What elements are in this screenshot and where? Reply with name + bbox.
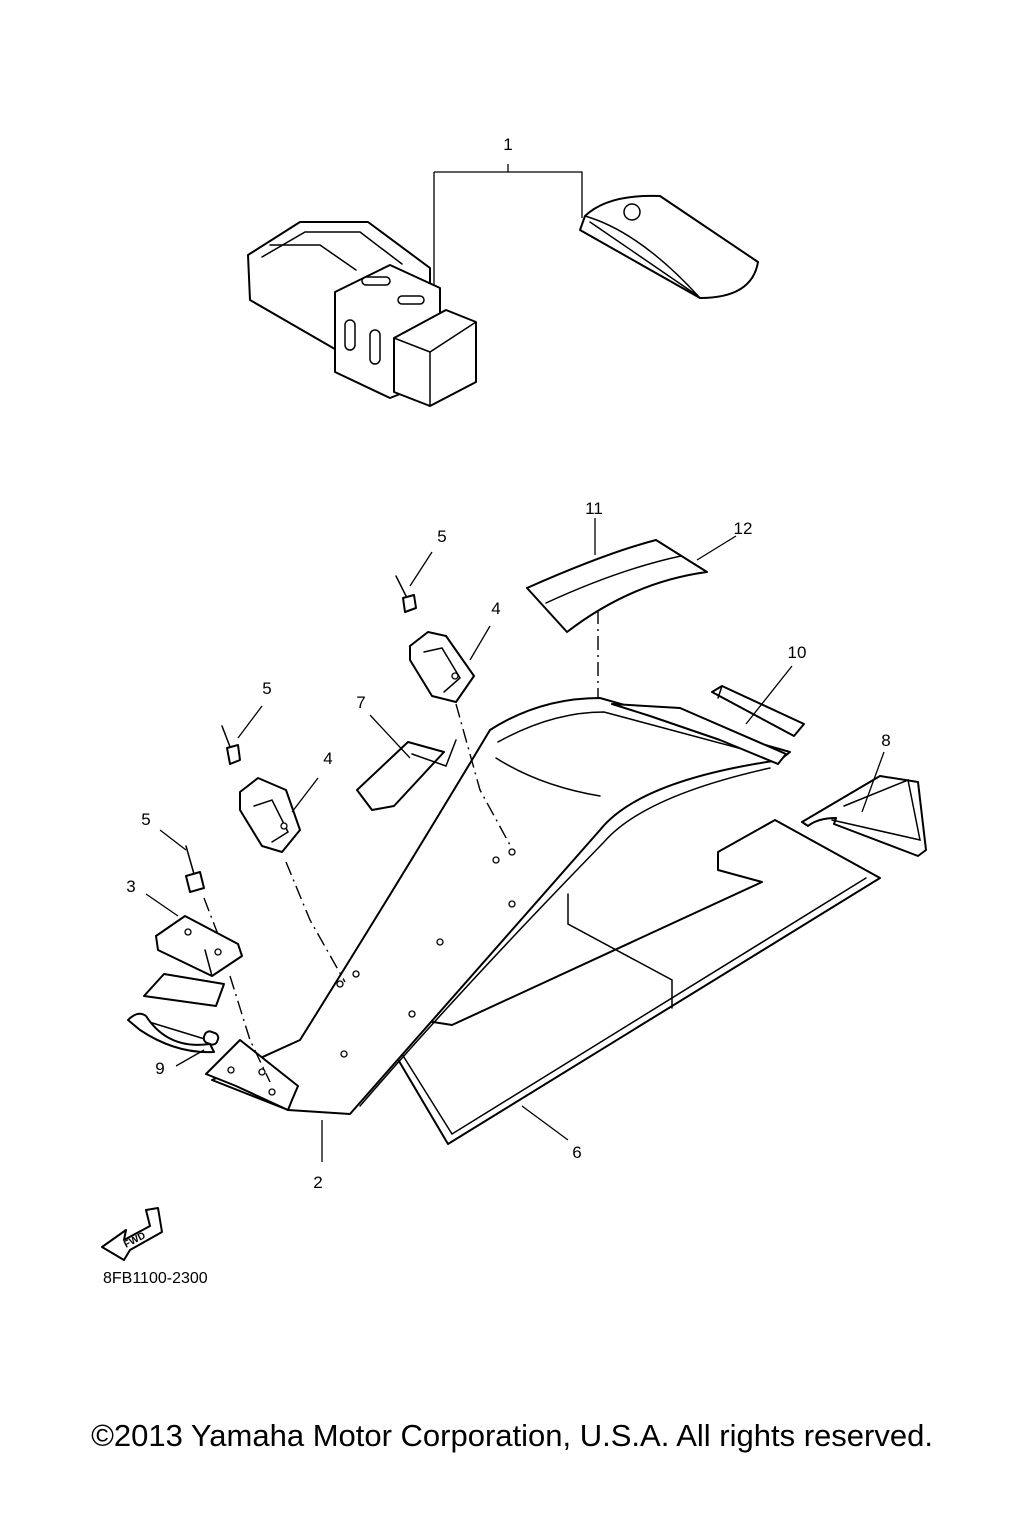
callout-6: 6 bbox=[572, 1143, 581, 1162]
callout-5-middle: 5 bbox=[262, 679, 271, 698]
callout-3: 3 bbox=[126, 877, 135, 896]
part-4-clip-upper bbox=[409, 625, 511, 846]
callout-11: 11 bbox=[585, 499, 603, 518]
storage-bag bbox=[247, 221, 477, 407]
deck-holes bbox=[227, 848, 516, 1096]
part-5-rivet-upper bbox=[395, 551, 433, 613]
part-4-clip-lower bbox=[239, 777, 346, 983]
part-5-rivet-middle bbox=[221, 705, 263, 765]
callout-9: 9 bbox=[155, 1059, 164, 1078]
copyright-notice: ©2013 Yamaha Motor Corporation, U.S.A. A… bbox=[91, 1418, 933, 1453]
fwd-arrow-icon: FWD bbox=[101, 1207, 163, 1261]
callout-8: 8 bbox=[881, 731, 890, 750]
part-6-mat bbox=[369, 819, 881, 1145]
callout-12: 12 bbox=[734, 519, 753, 538]
part-3-hinge bbox=[143, 893, 271, 1083]
part-1-bag-set bbox=[247, 164, 759, 407]
part-9-pin bbox=[127, 1012, 220, 1067]
callout-5-upper: 5 bbox=[437, 527, 446, 546]
callout-4-lower: 4 bbox=[323, 749, 332, 768]
callout-4-upper: 4 bbox=[491, 599, 500, 618]
callout-labels: 1 2 3 4 4 5 5 5 6 7 8 9 10 11 12 bbox=[126, 135, 890, 1192]
part-2-deck bbox=[205, 697, 791, 1162]
callout-5-lower: 5 bbox=[141, 810, 150, 829]
bag-flap bbox=[579, 194, 759, 299]
part-8-hook bbox=[801, 751, 927, 857]
part-7-decal bbox=[356, 714, 457, 811]
callout-2: 2 bbox=[313, 1173, 322, 1192]
part-10-bar bbox=[711, 665, 805, 737]
drawing-code: 8FB1100-2300 bbox=[103, 1270, 208, 1287]
callout-10: 10 bbox=[788, 643, 807, 662]
callout-1: 1 bbox=[503, 135, 512, 154]
part-11-12-decals bbox=[526, 518, 737, 735]
callout-7: 7 bbox=[356, 693, 365, 712]
